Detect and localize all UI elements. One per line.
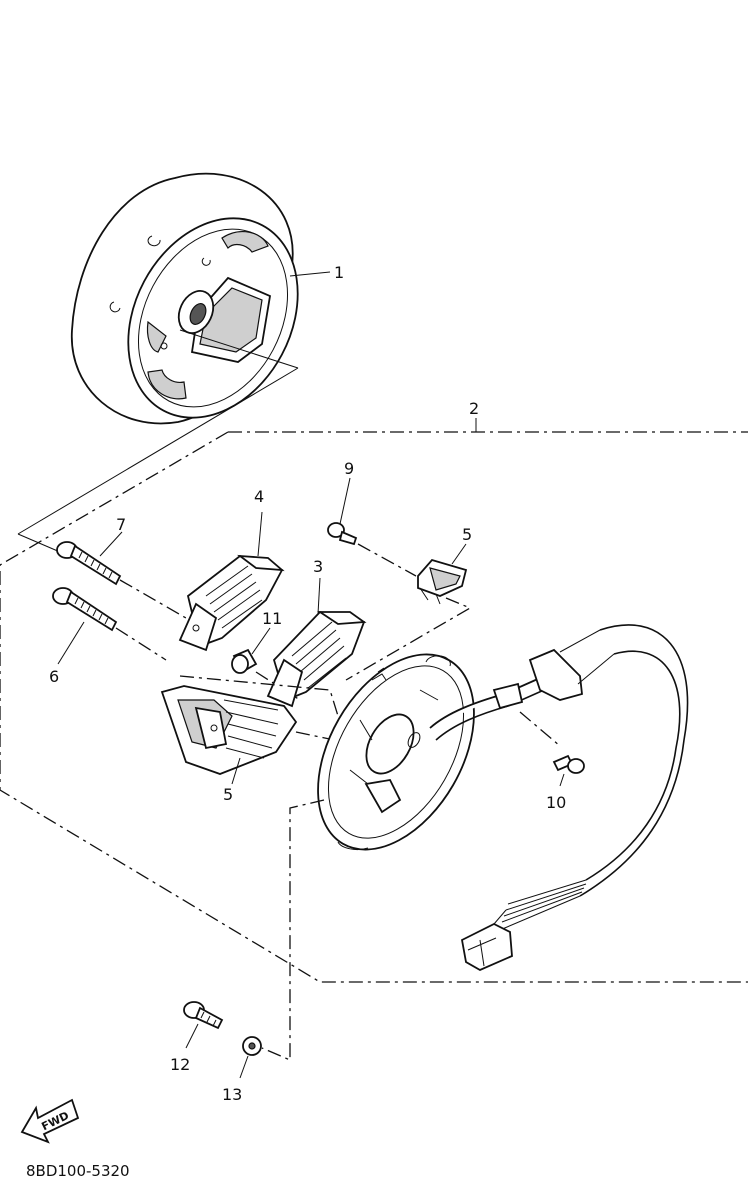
- part-11-collar[interactable]: [231, 648, 258, 674]
- callout-13: 13: [222, 1085, 242, 1104]
- callout-8: 7: [116, 515, 126, 534]
- callout-2: 2: [469, 399, 479, 418]
- part-7-screw[interactable]: [52, 587, 118, 632]
- part-4-coil[interactable]: [178, 554, 285, 652]
- callout-5: 5: [223, 785, 233, 804]
- part-5-coil[interactable]: [160, 685, 298, 775]
- part-6-pickup-coil[interactable]: [417, 558, 468, 605]
- part-12-bolt[interactable]: [183, 1001, 224, 1030]
- part-9-screw[interactable]: [327, 522, 358, 546]
- part-3-coil[interactable]: [266, 611, 367, 708]
- fwd-arrow-icon: FWD: [20, 1098, 80, 1144]
- part-13-washer[interactable]: [242, 1036, 262, 1056]
- stator-base-plate[interactable]: [286, 627, 506, 877]
- part-1-rotor[interactable]: [71, 172, 331, 448]
- stator-assembly-boundary: [0, 431, 748, 983]
- callout-10: 10: [546, 793, 566, 812]
- part-8-screw[interactable]: [56, 541, 122, 586]
- callout-7: 6: [49, 667, 59, 686]
- callout-9: 9: [344, 459, 354, 478]
- drawing-code: 8BD100-5320: [26, 1162, 130, 1180]
- callout-4: 4: [254, 487, 264, 506]
- callout-12: 12: [170, 1055, 190, 1074]
- callout-1: 1: [334, 263, 344, 282]
- wire-harness[interactable]: [429, 624, 689, 972]
- callout-3: 3: [313, 557, 323, 576]
- part-10-screw[interactable]: [552, 754, 585, 774]
- callout-6: 5: [462, 525, 472, 544]
- callout-11: 11: [262, 609, 282, 628]
